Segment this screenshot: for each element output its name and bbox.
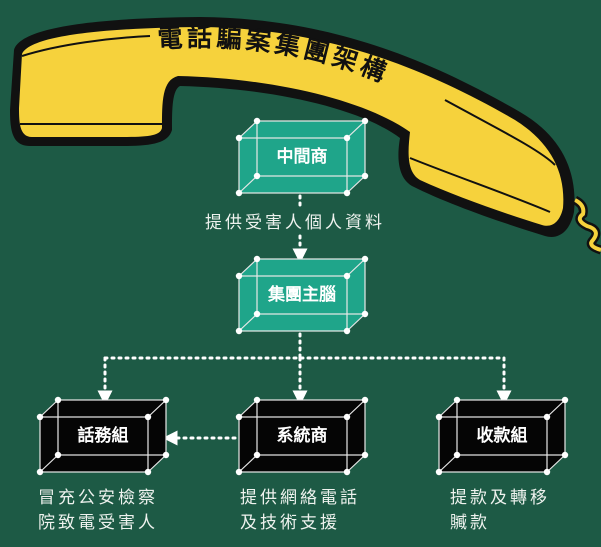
callers-box: 話務組 (36, 396, 170, 476)
collectors-label: 收款組 (477, 425, 528, 446)
collectors-box: 收款組 (435, 396, 569, 476)
collectors-caption-line1: 提款及轉移 (450, 488, 550, 508)
middleman-label: 中間商 (277, 146, 328, 167)
mastermind-box: 集團主腦 (235, 255, 369, 335)
middleman-caption: 提供受害人個人資料 (205, 213, 385, 233)
system-label: 系統商 (277, 425, 328, 446)
system-caption-line2: 及技術支援 (240, 513, 340, 533)
middleman-box: 中間商 (235, 117, 369, 197)
callers-label: 話務組 (78, 425, 129, 446)
system-box: 系統商 (235, 396, 369, 476)
collectors-caption-line2: 贓款 (450, 513, 490, 533)
callers-caption-line2: 院致電受害人 (38, 513, 158, 533)
callers-caption-line1: 冒充公安檢察 (38, 488, 158, 508)
connectors (97, 194, 512, 446)
system-caption-line1: 提供網絡電話 (240, 488, 360, 508)
mastermind-label: 集團主腦 (267, 284, 336, 305)
